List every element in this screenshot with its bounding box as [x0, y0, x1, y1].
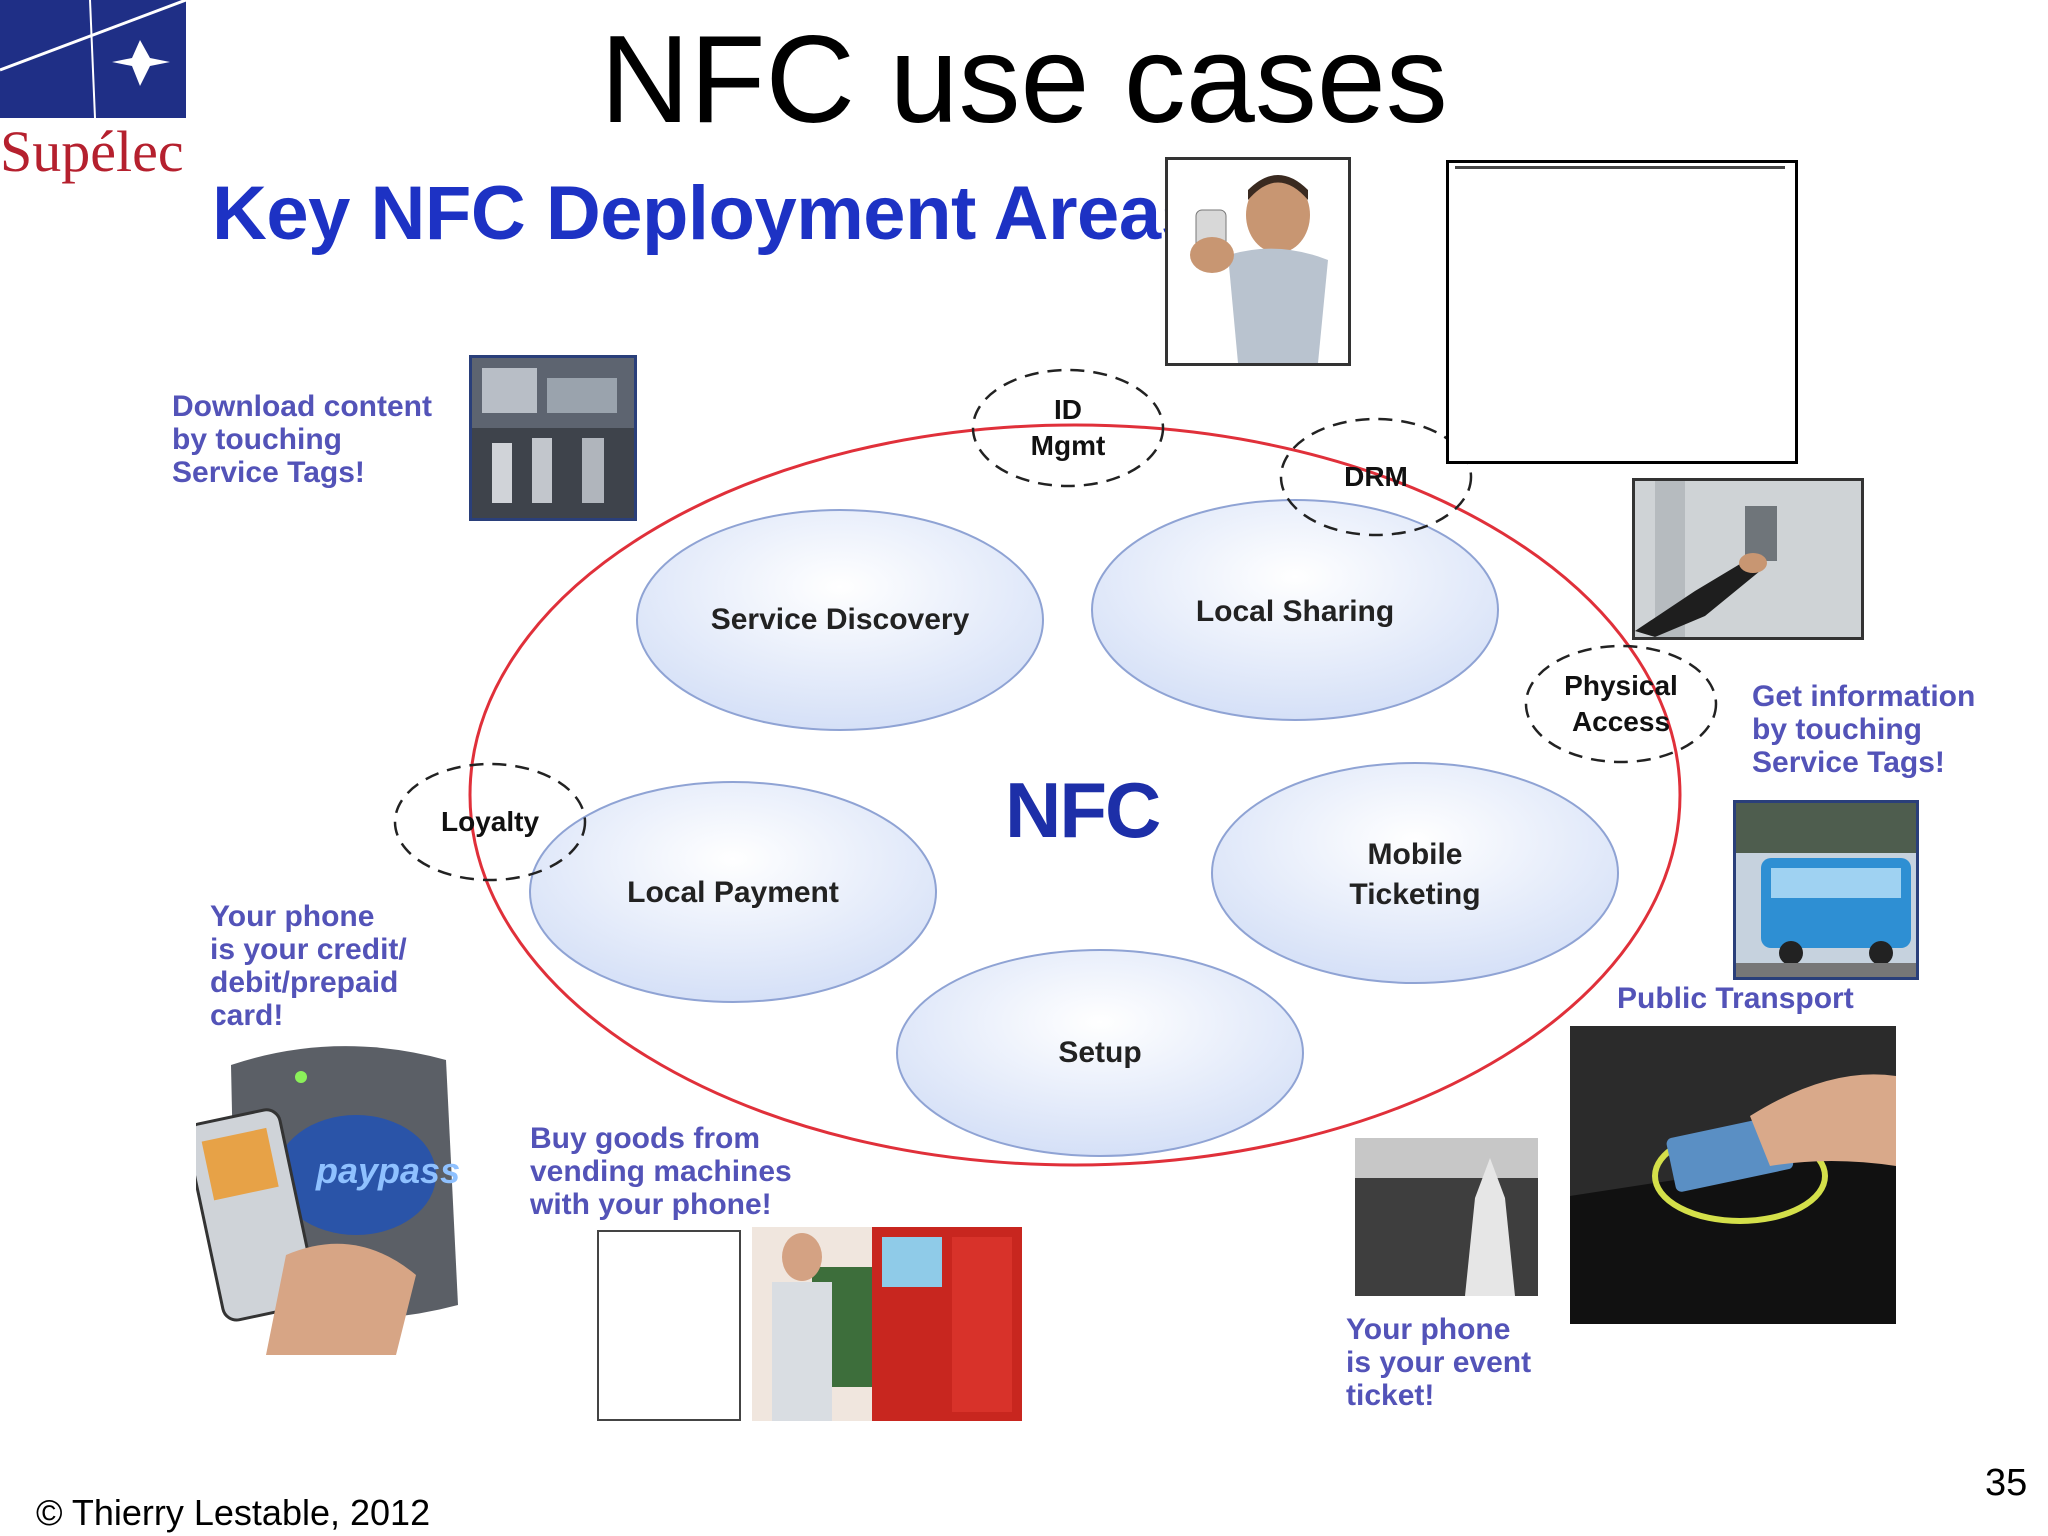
area-local-payment: Local Payment: [627, 876, 839, 909]
caption-download-content: Download content by touching Service Tag…: [172, 390, 432, 489]
supelec-logo: [0, 0, 190, 182]
bubble-service-discovery: [636, 509, 1044, 731]
tag-drm: DRM: [1344, 461, 1408, 492]
slide-title: NFC use cases: [600, 11, 1448, 149]
area-setup: Setup: [1058, 1036, 1142, 1069]
area-service-discovery: Service Discovery: [710, 603, 970, 636]
nfc-boundary-ring: [468, 423, 1682, 1167]
nfc-center-label: NFC: [1005, 766, 1161, 854]
man-with-phone-photo: [1165, 157, 1351, 366]
bubble-setup: [896, 949, 1304, 1157]
caption-event-ticket: Your phone is your event ticket!: [1346, 1313, 1532, 1412]
logo-text: Supélec: [0, 119, 184, 184]
event-crowd-photo: [1355, 1138, 1538, 1296]
tag-id-mgmt: ID Mgmt: [1030, 394, 1106, 461]
service-tags-photo: [469, 355, 637, 521]
transit-gate-photo: [1570, 1026, 1896, 1324]
bubble-local-payment: [529, 781, 937, 1003]
star-logo-icon: [0, 0, 187, 119]
caption-get-information: Get information by touching Service Tags…: [1752, 680, 1976, 779]
blank-image-frame: [1446, 160, 1798, 464]
tag-physical-access: Physical Access: [1564, 670, 1678, 737]
physical-access-photo: [1632, 478, 1864, 640]
public-transport-photo: [1733, 800, 1919, 980]
caption-vending: Buy goods from vending machines with you…: [530, 1122, 792, 1221]
bubble-local-sharing: [1091, 499, 1499, 721]
tag-circle-physical-access: [1524, 644, 1718, 764]
tag-circle-drm: [1279, 417, 1473, 537]
tag-circle-id-mgmt: [971, 368, 1165, 488]
tag-circle-loyalty: [393, 762, 587, 882]
copyright-text: © Thierry Lestable, 2012: [36, 1492, 431, 1533]
caption-credit-card: Your phone is your credit/ debit/prepaid…: [210, 900, 407, 1032]
area-local-sharing: Local Sharing: [1195, 595, 1395, 628]
blank-vending-frame: [597, 1230, 741, 1421]
bubble-mobile-ticketing: [1211, 762, 1619, 984]
paypass-phone-illustration: paypass: [185, 1035, 484, 1355]
vending-machine-photo: [752, 1227, 1022, 1421]
area-mobile-ticketing: Mobile Ticketing: [1349, 838, 1481, 911]
sub-heading: Key NFC Deployment Areas: [212, 171, 1172, 256]
caption-public-transport: Public Transport: [1617, 982, 1854, 1015]
tag-loyalty: Loyalty: [440, 806, 540, 837]
paypass-label: paypass: [316, 1150, 461, 1191]
page-number: 35: [1985, 1462, 2028, 1504]
